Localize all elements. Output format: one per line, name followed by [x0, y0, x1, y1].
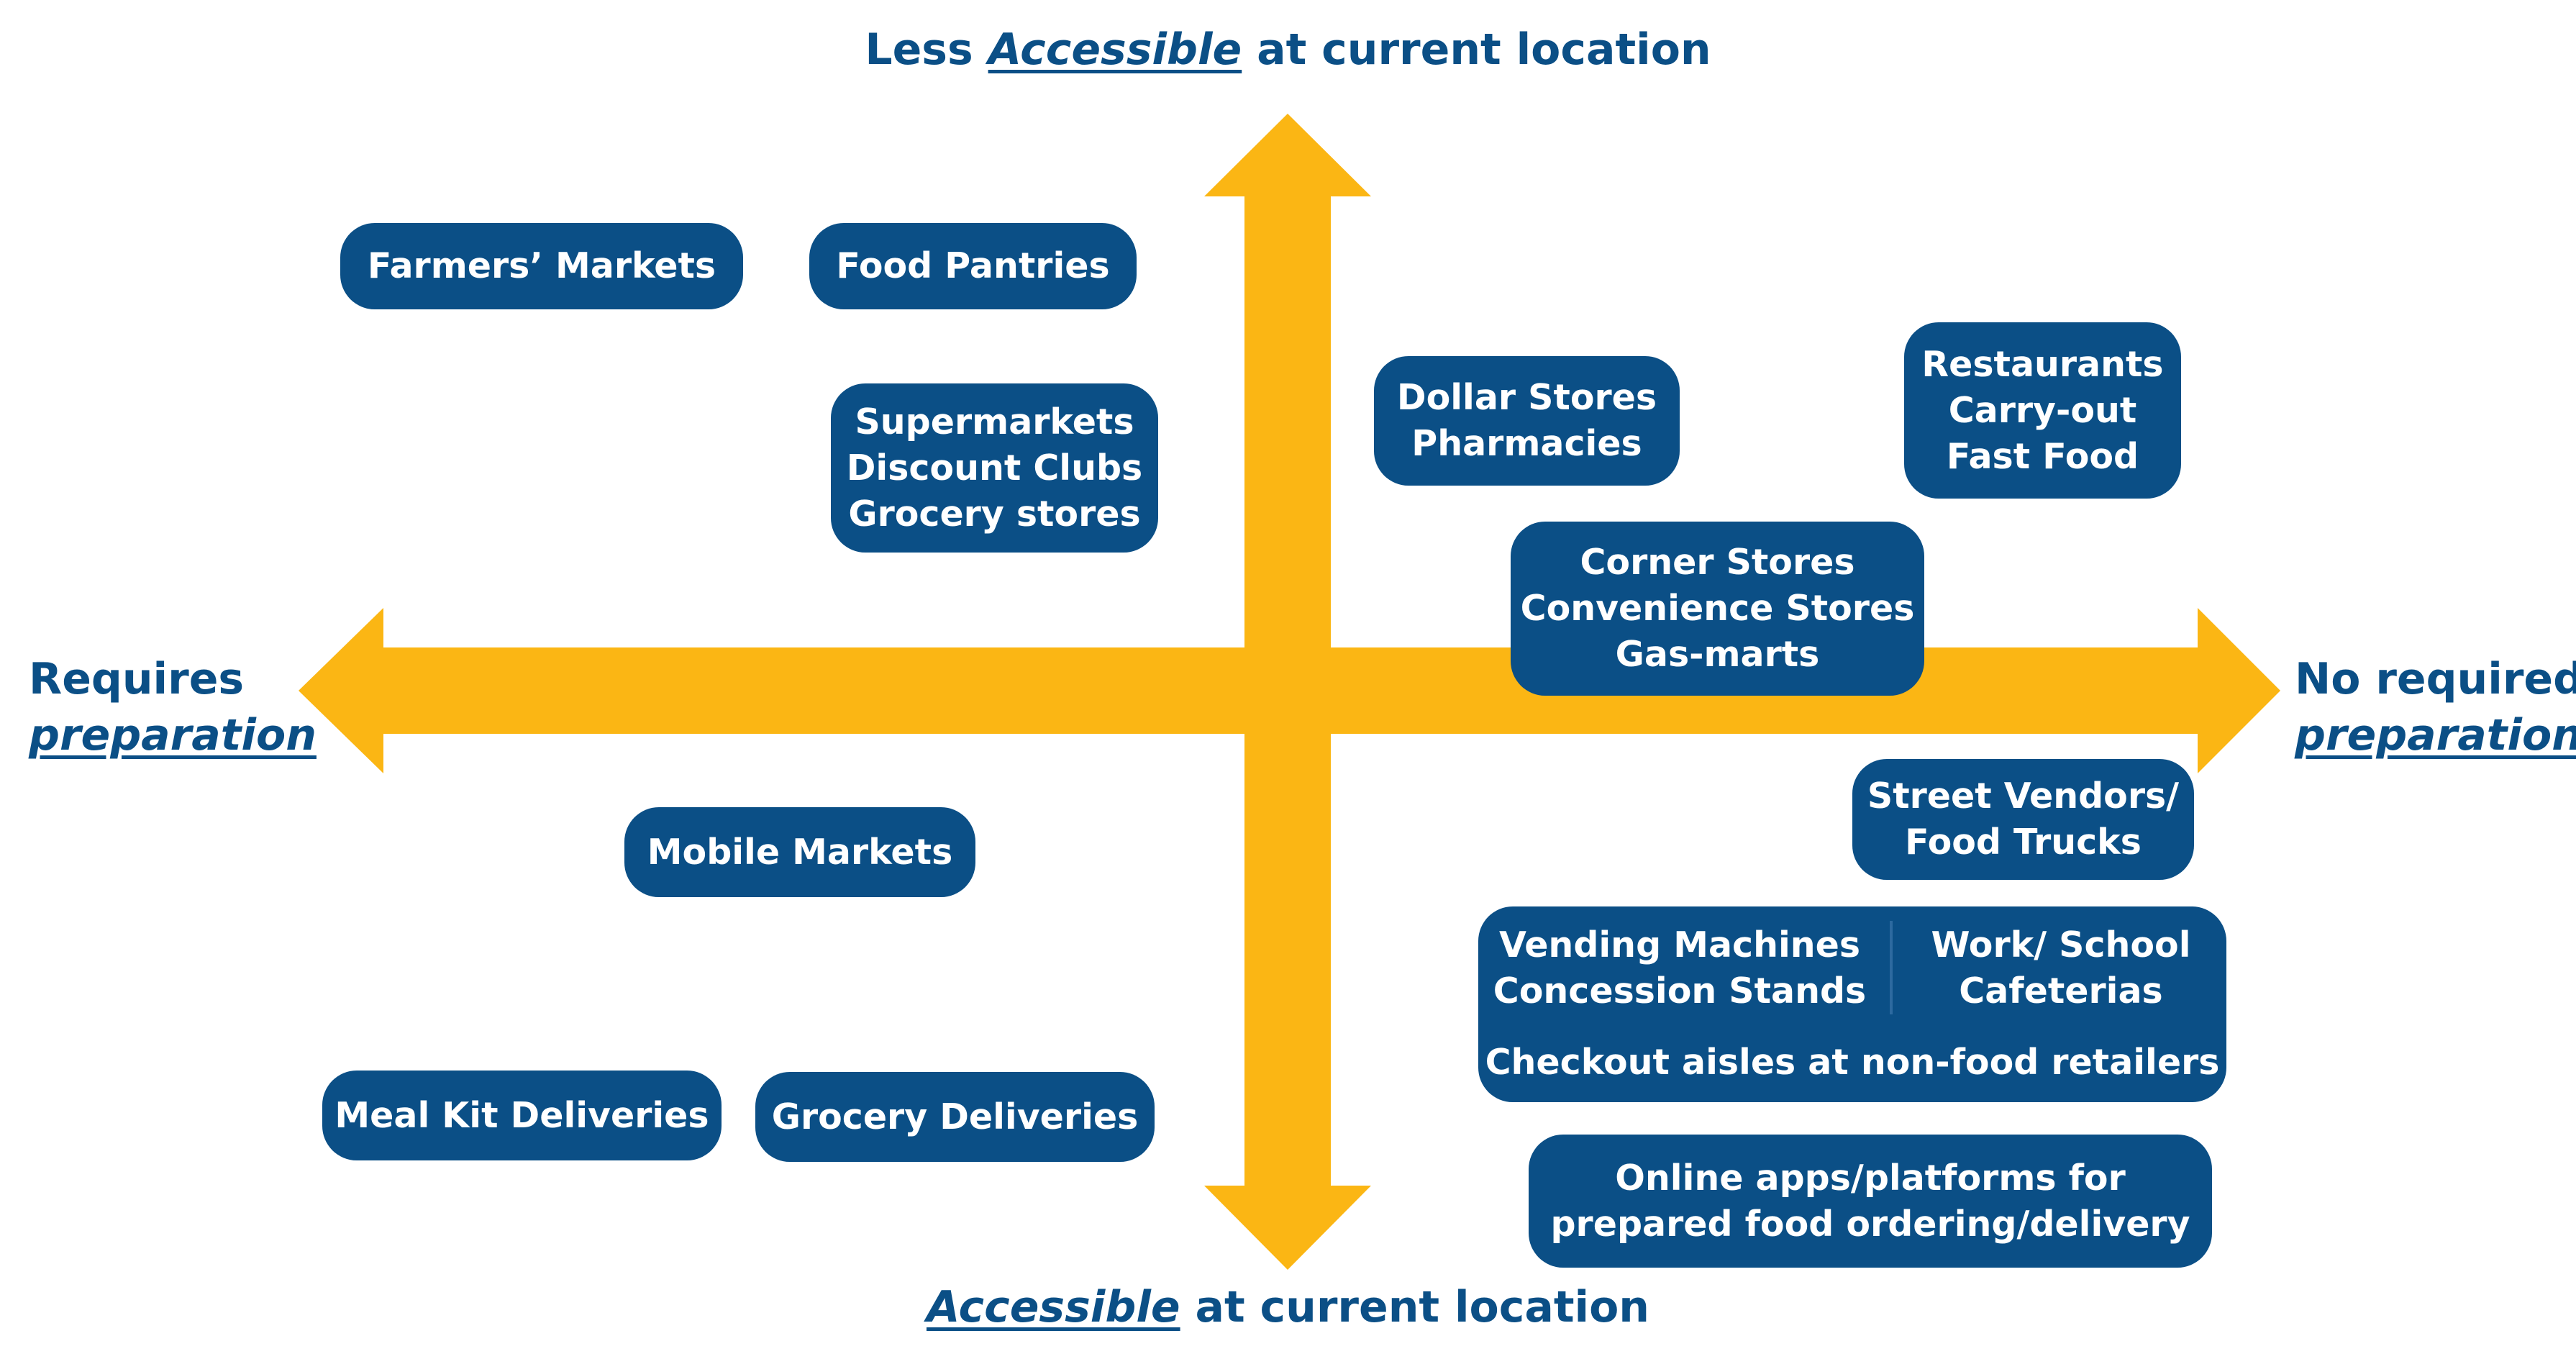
pill-text: Meal Kit Deliveries	[334, 1094, 709, 1136]
axis-label-bottom: Accessible at current location	[0, 1279, 2576, 1335]
axis-label-right-line1: No required	[2295, 654, 2576, 704]
pill-text-line: Grocery stores	[848, 493, 1141, 535]
pill-text-line: Supermarkets	[855, 401, 1134, 442]
pill-supermarkets: Supermarkets Discount Clubs Grocery stor…	[831, 383, 1158, 553]
pill-text: Mobile Markets	[647, 831, 953, 873]
pill-text-line: Vending Machines	[1498, 924, 1861, 965]
pill-restaurants: Restaurants Carry-out Fast Food	[1904, 322, 2181, 499]
pill-text: Food Pantries	[836, 245, 1110, 286]
pill-grocery-deliveries: Grocery Deliveries	[755, 1072, 1155, 1162]
pill-text-line: Work/ School	[1931, 924, 2191, 965]
pill-mobile-markets: Mobile Markets	[624, 807, 975, 897]
vertical-axis-arrow	[1204, 114, 1371, 1270]
axis-label-right: No required preparation	[2295, 651, 2576, 763]
pill-farmers-markets: Farmers’ Markets	[340, 223, 743, 309]
pill-text: Grocery Deliveries	[771, 1096, 1139, 1137]
pill-vending-group: Vending Machines Concession Stands Work/…	[1478, 906, 2226, 1102]
vending-cell: Vending Machines Concession Stands	[1478, 922, 1881, 1014]
group-divider	[1890, 921, 1893, 1014]
pill-text-line: Dollar Stores	[1396, 377, 1657, 418]
pill-text-line: Concession Stands	[1493, 971, 1867, 1012]
pill-text-line: Food Trucks	[1905, 822, 2142, 863]
pill-text-line: Restaurants	[1921, 343, 2164, 385]
pill-street-vendors: Street Vendors/ Food Trucks	[1852, 759, 2194, 880]
pill-text-line: Fast Food	[1946, 435, 2139, 477]
pill-text-line: Convenience Stores	[1520, 588, 1915, 629]
pill-text-line: Carry-out	[1948, 389, 2137, 431]
axis-label-bottom-suffix: at current location	[1180, 1282, 1650, 1332]
pill-food-pantries: Food Pantries	[809, 223, 1137, 309]
pill-dollar-stores: Dollar Stores Pharmacies	[1374, 356, 1680, 486]
axis-label-right-emphasis: preparation	[2295, 710, 2576, 760]
axis-label-top-emphasis: Accessible	[988, 24, 1242, 75]
pill-corner-stores: Corner Stores Convenience Stores Gas-mar…	[1511, 522, 1924, 696]
checkout-cell: Checkout aisles at non-food retailers	[1478, 1040, 2226, 1086]
axis-label-top: Less Accessible at current location	[0, 22, 2576, 78]
axis-label-left-line1: Requires	[29, 654, 245, 704]
pill-text: Farmers’ Markets	[367, 245, 716, 286]
pill-online-apps: Online apps/platforms for prepared food …	[1529, 1135, 2212, 1268]
axis-label-bottom-emphasis: Accessible	[926, 1282, 1180, 1332]
pill-meal-kit-deliveries: Meal Kit Deliveries	[322, 1071, 722, 1160]
axis-label-top-prefix: Less	[865, 24, 988, 75]
pill-text-line: Cafeterias	[1959, 971, 2163, 1012]
pill-text-line: prepared food ordering/delivery	[1550, 1203, 2190, 1245]
pill-text-line: Corner Stores	[1580, 542, 1855, 583]
axis-label-top-suffix: at current location	[1242, 24, 1711, 75]
pill-text-line: Checkout aisles at non-food retailers	[1485, 1042, 2220, 1083]
pill-text-line: Pharmacies	[1411, 423, 1642, 464]
axis-label-left: Requires preparation	[29, 651, 317, 763]
work-school-cell: Work/ School Cafeterias	[1895, 922, 2226, 1014]
pill-text-line: Street Vendors/	[1867, 776, 2180, 817]
pill-text-line: Gas-marts	[1615, 634, 1820, 675]
pill-text-line: Discount Clubs	[846, 447, 1143, 488]
pill-text-line: Online apps/platforms for	[1615, 1157, 2126, 1199]
axis-label-left-emphasis: preparation	[29, 710, 317, 760]
